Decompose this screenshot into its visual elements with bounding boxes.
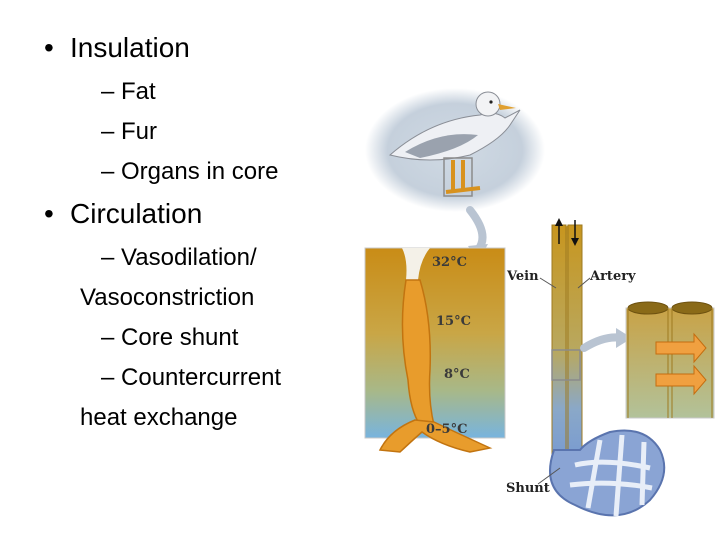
vessel-diagram: Vein Artery Shunt [506, 218, 666, 517]
subitem-countercurrent: – Countercurrent [101, 364, 282, 391]
subitem-vasoconstriction: Vasoconstriction [80, 284, 255, 311]
subitem-fat: – Fat [101, 78, 156, 105]
bullet-dot: • [44, 198, 54, 229]
vein-label: Vein [506, 269, 539, 284]
temp-label-8: 8°C [444, 367, 470, 382]
subitem-core-shunt: – Core shunt [101, 324, 239, 351]
temp-label-32: 32°C [432, 255, 467, 270]
subitem-vasodilation: – Vasodilation/ [101, 244, 257, 271]
artery-label: Artery [589, 269, 636, 284]
temp-label-0-5: 0–5°C [426, 422, 467, 437]
bullet-insulation: •Insulation [44, 32, 190, 63]
countercurrent-figure: 32°C 15°C 8°C 0–5°C Vein Artery Shunt [364, 88, 715, 517]
temp-label-15: 15°C [436, 314, 471, 329]
bullet-circulation: •Circulation [44, 198, 203, 229]
leg-temperature-panel: 32°C 15°C 8°C 0–5°C [364, 247, 506, 453]
shunt-label: Shunt [506, 481, 550, 496]
callout-arrowhead [616, 328, 632, 348]
heat-exchange-box [625, 301, 715, 419]
bullet-dot: • [44, 32, 54, 63]
gull-illustration [365, 88, 545, 262]
subitem-organs-in-core: – Organs in core [101, 158, 279, 185]
subitem-fur: – Fur [101, 118, 158, 145]
subitem-heat-exchange: heat exchange [80, 404, 238, 431]
